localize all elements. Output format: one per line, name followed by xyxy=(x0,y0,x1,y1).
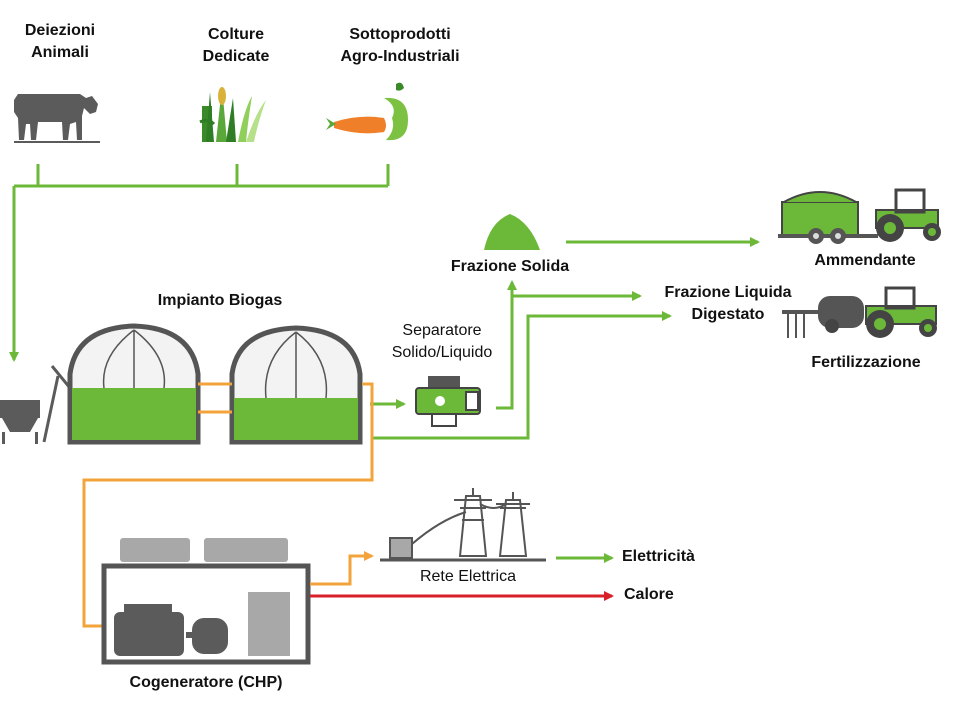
separator-label-line1: Separatore xyxy=(402,322,482,339)
chp-label: Cogeneratore (CHP) xyxy=(129,674,283,691)
animal-manure-label-line2: Animali xyxy=(31,44,89,61)
digester-1 xyxy=(67,323,201,445)
separator-output-lines xyxy=(372,237,760,440)
biogas-to-chp-line xyxy=(82,382,374,628)
liquid-fraction-label: Frazione Liquida Digestato xyxy=(650,282,806,326)
crops-icon xyxy=(199,86,266,142)
tractor-spreader-icon xyxy=(782,286,937,338)
solid-fraction-label: Frazione Solida xyxy=(450,258,570,275)
input-collector-lines xyxy=(9,164,390,362)
agro-byproducts-label: Sottoprodotti Agro-Industriali xyxy=(320,24,480,68)
animal-manure-label: Deiezioni Animali xyxy=(10,20,110,64)
vegetable-waste-icon xyxy=(326,82,408,141)
electricity-label: Elettricità xyxy=(622,548,695,565)
chp-output-lines xyxy=(310,551,614,601)
tractor-trailer-icon xyxy=(778,188,941,244)
power-grid-icon xyxy=(380,488,546,562)
dedicated-crops-label-line2: Dedicate xyxy=(202,48,270,65)
feed-hopper-icon xyxy=(0,365,72,444)
heat-label: Calore xyxy=(624,586,674,603)
digester-connectors xyxy=(198,382,232,414)
animal-manure-label-line1: Deiezioni xyxy=(24,22,96,39)
separator-label: Separatore Solido/Liquido xyxy=(372,320,512,364)
separator-label-line2: Solido/Liquido xyxy=(391,344,493,361)
fertilization-label: Fertilizzazione xyxy=(811,354,921,371)
soil-improver-label: Ammendante xyxy=(814,252,916,269)
chp-icon xyxy=(101,538,311,665)
power-grid-label: Rete Elettrica xyxy=(419,568,517,585)
agro-byproducts-label-line1: Sottoprodotti xyxy=(349,26,451,43)
solid-pile-icon xyxy=(484,214,540,250)
liquid-fraction-label-line1: Frazione Liquida xyxy=(664,284,792,301)
digester-2 xyxy=(229,325,363,445)
dedicated-crops-label: Colture Dedicate xyxy=(186,24,286,68)
biogas-plant-label: Impianto Biogas xyxy=(157,292,283,309)
liquid-fraction-label-line2: Digestato xyxy=(691,306,765,323)
dedicated-crops-label-line1: Colture xyxy=(208,26,264,43)
separator-icon xyxy=(415,376,481,427)
agro-byproducts-label-line2: Agro-Industriali xyxy=(340,48,460,65)
cow-icon xyxy=(14,94,100,143)
